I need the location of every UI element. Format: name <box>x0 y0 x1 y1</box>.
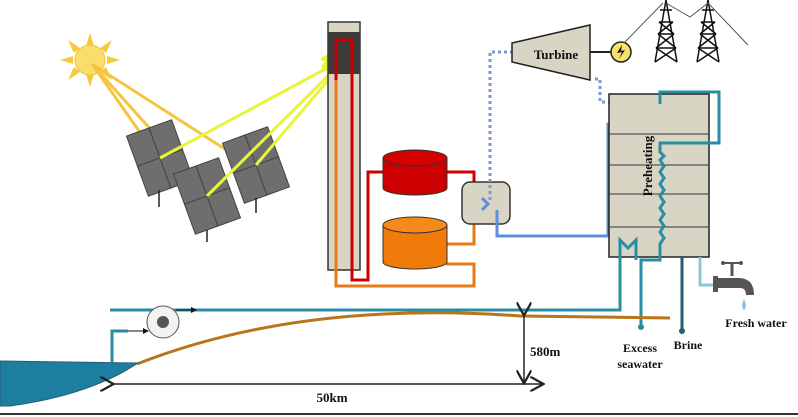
desalination-unit-icon: Preheating <box>608 93 710 258</box>
intake-pipe <box>110 329 128 362</box>
brine-label: Brine <box>674 338 703 352</box>
power-pylon-icon <box>654 0 678 63</box>
turbine-icon: Turbine <box>511 24 612 81</box>
power-lines <box>665 2 749 46</box>
sea-icon <box>0 360 140 407</box>
brine-line <box>679 257 685 334</box>
preheating-label: Preheating <box>640 135 655 196</box>
heliostat-icon <box>221 126 291 213</box>
excess-seawater-label-line1: Excess <box>623 341 657 355</box>
bottom-border <box>0 413 798 415</box>
turbine-label: Turbine <box>534 47 579 62</box>
seawater-circuit <box>110 90 721 325</box>
fresh-water-label: Fresh water <box>725 316 787 330</box>
cold-tank-icon <box>382 216 448 270</box>
elevation-label: 580m <box>530 344 561 359</box>
pump-icon <box>146 305 197 339</box>
distance-label: 50km <box>316 390 347 405</box>
power-pylon-icon <box>696 0 720 63</box>
generator-icon <box>610 2 664 63</box>
steam-dotted-line <box>488 50 628 200</box>
heliostat-icon <box>125 119 195 207</box>
heat-exchanger-icon <box>461 181 511 225</box>
heliostat-icon <box>172 157 242 242</box>
steam-line <box>495 116 628 238</box>
solar-tower-icon <box>327 21 361 271</box>
excess-seawater-outlet <box>638 324 644 330</box>
faucet-icon <box>713 261 754 310</box>
hot-tank-icon <box>382 149 448 196</box>
fresh-water-line <box>698 257 715 287</box>
ground-profile <box>136 311 671 366</box>
excess-seawater-label-line2: seawater <box>617 357 663 371</box>
sun-icon <box>60 33 120 87</box>
